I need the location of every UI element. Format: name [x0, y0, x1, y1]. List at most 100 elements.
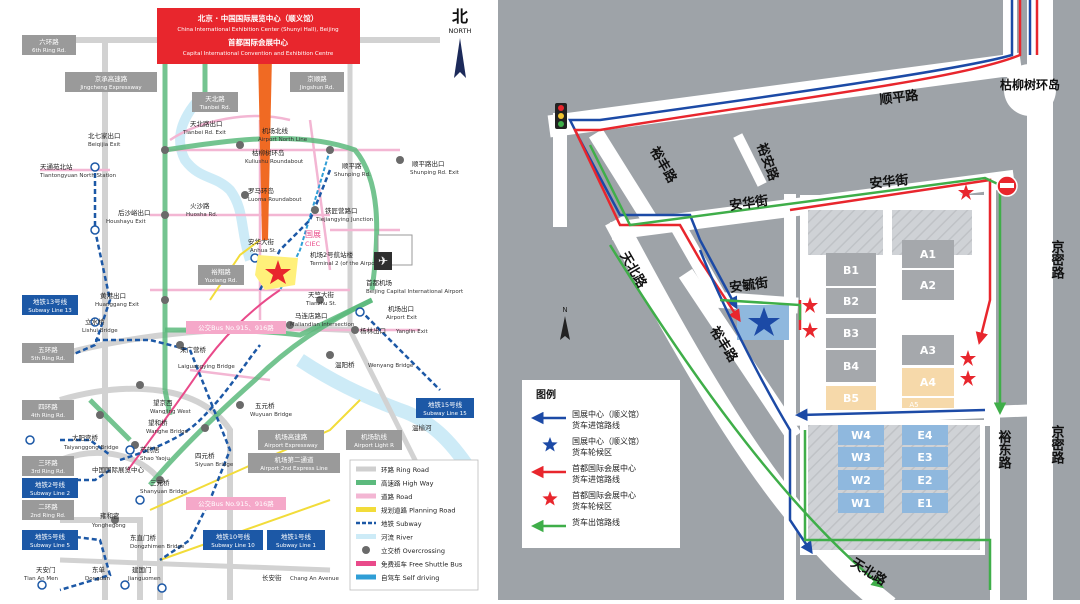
svg-text:Subway Line 15: Subway Line 15 — [423, 411, 467, 417]
svg-text:杨林出口: 杨林出口 — [360, 326, 386, 335]
legend-label: 地铁 Subway — [381, 519, 422, 528]
ring-tag-4: 四环路 4th Ring Rd. — [22, 400, 74, 420]
svg-text:地铁5号线: 地铁5号线 — [35, 532, 66, 541]
svg-text:顺平路: 顺平路 — [879, 87, 921, 108]
svg-text:Terminal 2 (of the Airport): Terminal 2 (of the Airport) — [309, 261, 381, 267]
svg-text:京承高速路: 京承高速路 — [95, 74, 128, 83]
legend-label: 自驾车 Self driving — [381, 573, 439, 582]
subway-tag-15: 地铁15号线 Subway Line 15 — [416, 398, 474, 418]
right-legend-item: 国展中心（顺义馆）货车进馆路线 — [531, 409, 644, 430]
right-map: B1 B2 B3 B4 B5 A1 A2 A3 A4 A5 W4 W3 — [498, 0, 1080, 604]
halls-b: B1 B2 B3 B4 B5 — [826, 253, 876, 410]
subway-tag-5: 地铁5号线 Subway Line 5 — [22, 530, 78, 550]
road-tag-jingshun: 京顺路 Jingshun Rd. — [290, 72, 344, 92]
header-box — [157, 8, 360, 64]
svg-text:Siyuan Bridge: Siyuan Bridge — [195, 462, 234, 468]
svg-text:安华街: 安华街 — [728, 193, 769, 214]
svg-text:火沙路: 火沙路 — [190, 201, 210, 210]
legend-label: 货车进馆路线 — [572, 420, 620, 430]
svg-text:温榆河: 温榆河 — [412, 423, 432, 432]
svg-text:机场第二通道: 机场第二通道 — [275, 455, 315, 464]
left-legend-item: 立交桥 Overcrossing — [362, 546, 445, 555]
svg-text:Lishui Bridge: Lishui Bridge — [82, 328, 118, 334]
legend-label: 高速路 High Way — [381, 479, 434, 488]
river-upper — [175, 94, 255, 262]
road-tag-yuxiang: 裕翔路 Yuxiang Rd. — [198, 265, 244, 285]
right-legend-item: 国展中心（顺义馆）货车轮候区 — [542, 436, 644, 457]
kuliushu-roundabout — [1004, 64, 1056, 116]
svg-text:Subway Line 1: Subway Line 1 — [276, 543, 316, 549]
svg-text:3rd Ring Rd.: 3rd Ring Rd. — [31, 469, 65, 475]
ciec-waiting-star — [748, 307, 780, 336]
svg-text:Subway Line 5: Subway Line 5 — [30, 543, 71, 549]
svg-text:Airport Expressway: Airport Expressway — [264, 443, 318, 449]
ciec-cn: 国展 — [305, 230, 321, 239]
svg-text:Yonghegong: Yonghegong — [91, 523, 126, 529]
header-line3: 首都国际会展中心 — [228, 37, 288, 47]
svg-text:A4: A4 — [920, 376, 937, 389]
svg-text:Laiguangying Bridge: Laiguangying Bridge — [178, 364, 235, 370]
svg-text:四元桥: 四元桥 — [195, 451, 215, 460]
svg-text:Tianbei Rd.: Tianbei Rd. — [199, 105, 231, 111]
svg-text:W3: W3 — [851, 451, 871, 464]
svg-text:枯柳树环岛: 枯柳树环岛 — [1000, 77, 1060, 92]
svg-text:黄港出口: 黄港出口 — [100, 291, 126, 300]
legend-label: 规划道路 Planning Road — [381, 506, 455, 515]
svg-text:马连店路口: 马连店路口 — [295, 311, 328, 320]
svg-text:地铁2号线: 地铁2号线 — [35, 480, 66, 489]
svg-text:Wenyang Bridge: Wenyang Bridge — [368, 363, 414, 369]
svg-text:Tianzhu St.: Tianzhu St. — [305, 301, 337, 307]
svg-text:东直门桥: 东直门桥 — [130, 533, 157, 542]
svg-text:裕翔路: 裕翔路 — [211, 267, 231, 276]
svg-text:裕东路: 裕东路 — [996, 429, 1013, 469]
svg-text:天竺大街: 天竺大街 — [308, 290, 335, 299]
svg-text:Tiejiangying Junction: Tiejiangying Junction — [315, 217, 374, 223]
left-legend-item: 规划道路 Planning Road — [356, 506, 455, 515]
svg-text:东单: 东单 — [92, 565, 106, 574]
svg-text:B2: B2 — [843, 295, 859, 308]
svg-text:五元桥: 五元桥 — [255, 401, 275, 410]
svg-text:W2: W2 — [851, 474, 871, 487]
svg-text:顺平路: 顺平路 — [342, 161, 362, 170]
svg-text:Subway Line 10: Subway Line 10 — [211, 543, 255, 549]
svg-text:长安街: 长安街 — [262, 573, 282, 582]
svg-text:Maliandian Intersection: Maliandian Intersection — [290, 322, 355, 328]
svg-text:Airport Exit: Airport Exit — [386, 315, 418, 321]
svg-text:6th Ring Rd.: 6th Ring Rd. — [32, 48, 66, 54]
ring-tag-6: 六环路 6th Ring Rd. — [22, 35, 76, 55]
svg-text:六环路: 六环路 — [39, 37, 59, 46]
svg-text:建国门: 建国门 — [132, 565, 152, 574]
legend-label: 货车轮候区 — [572, 447, 612, 457]
svg-text:后沙峪出口: 后沙峪出口 — [118, 208, 151, 217]
svg-text:B4: B4 — [843, 360, 859, 373]
svg-text:Wangjing West: Wangjing West — [150, 409, 192, 415]
svg-text:Tianbei Rd. Exit: Tianbei Rd. Exit — [182, 130, 227, 136]
left-map: ✈ 北京 · 中国国际展览中心（顺义馆） China International… — [0, 0, 490, 600]
bus-tag-1: 公交Bus No.915、916路 — [186, 321, 286, 334]
svg-text:W1: W1 — [851, 497, 871, 510]
svg-text:E2: E2 — [917, 474, 932, 487]
svg-text:京密路: 京密路 — [1049, 424, 1066, 464]
svg-text:2nd Ring Rd.: 2nd Ring Rd. — [30, 513, 66, 519]
svg-text:B1: B1 — [843, 264, 859, 277]
svg-text:Shunping Rd.: Shunping Rd. — [334, 172, 371, 178]
svg-text:Huanggang Exit: Huanggang Exit — [95, 302, 140, 308]
legend-label: 道路 Road — [381, 492, 412, 501]
svg-text:Taiyanggong Bridge: Taiyanggong Bridge — [63, 445, 119, 451]
subway-tag-2: 地铁2号线 Subway Line 2 — [22, 478, 78, 498]
no-entry-icon — [996, 175, 1018, 197]
svg-text:顺平路出口: 顺平路出口 — [412, 159, 445, 168]
svg-text:A3: A3 — [920, 344, 936, 357]
svg-text:Beiqijia Exit: Beiqijia Exit — [88, 142, 121, 148]
subway-tag-10: 地铁10号线 Subway Line 10 — [203, 530, 263, 550]
svg-text:四环路: 四环路 — [38, 402, 58, 411]
airport-icon — [374, 252, 392, 270]
svg-text:Shanyuan Bridge: Shanyuan Bridge — [140, 489, 188, 495]
svg-text:中国国际展览中心: 中国国际展览中心 — [92, 465, 145, 474]
legend-label: 国展中心（顺义馆） — [572, 409, 644, 419]
svg-text:E1: E1 — [917, 497, 932, 510]
svg-text:A1: A1 — [920, 248, 936, 261]
